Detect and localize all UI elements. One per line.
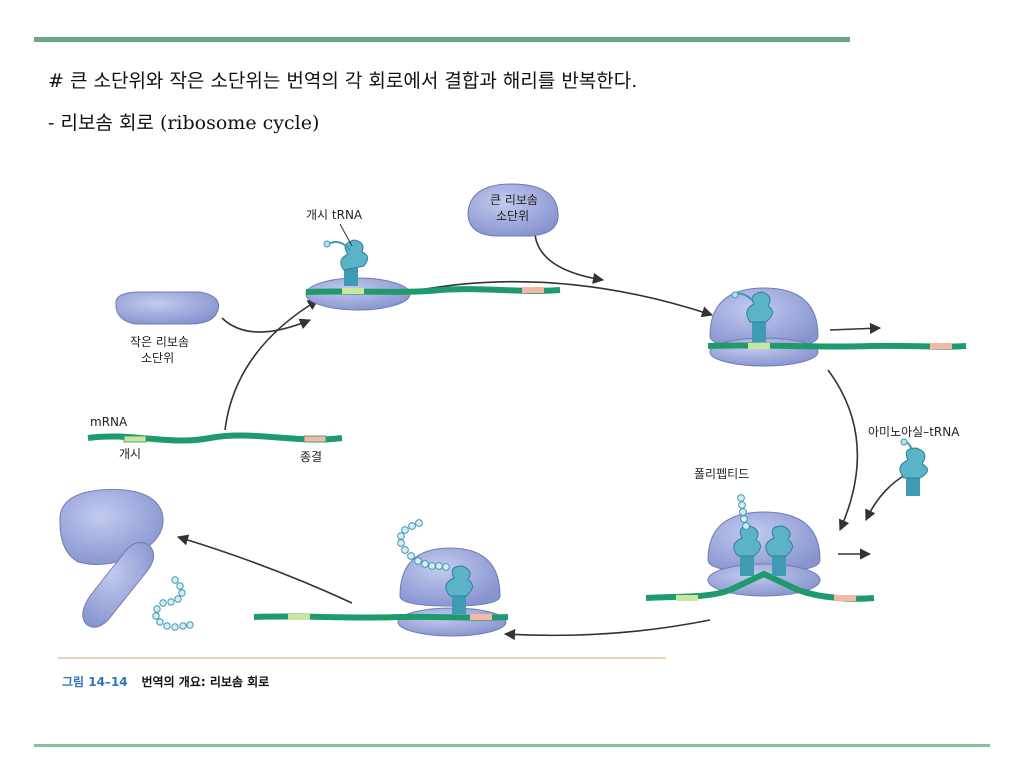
start-label: 개시 bbox=[119, 447, 141, 461]
arrow-to-elongation bbox=[419, 280, 714, 318]
elongation-ribosome bbox=[707, 287, 967, 367]
free-small-subunit: 작은 리보솜 소단위 bbox=[115, 291, 220, 365]
stop-codon bbox=[834, 595, 856, 601]
aminoacyl-trna-label: 아미노아실–tRNA bbox=[868, 425, 960, 439]
arrow-to-dissociation bbox=[176, 534, 353, 604]
bottom-rule bbox=[34, 744, 990, 747]
arrow-large-subunit-join bbox=[534, 234, 605, 284]
free-mrna: mRNA 개시 종결 bbox=[87, 415, 343, 464]
start-codon bbox=[676, 595, 698, 601]
polypeptide-chain bbox=[397, 519, 450, 571]
mrna-label: mRNA bbox=[90, 415, 128, 429]
figure-caption-text: 번역의 개요: 리보솜 회로 bbox=[141, 675, 270, 689]
start-codon bbox=[123, 435, 147, 443]
trna-icon bbox=[733, 525, 793, 576]
slide-heading: # 큰 소단위와 작은 소단위는 번역의 각 회로에서 결합과 해리를 반복한다… bbox=[48, 70, 638, 92]
arrow-aminoacyl-trna bbox=[865, 474, 906, 522]
polypeptide-ribosome: 폴리펩티드 bbox=[645, 467, 875, 602]
released-polypeptide bbox=[152, 576, 194, 631]
arrow-to-free-mrna bbox=[224, 299, 319, 431]
initiation-complex: 개시 tRNA bbox=[305, 208, 561, 311]
trna-icon bbox=[731, 291, 773, 342]
free-large-subunit: 큰 리보솜 소단위 bbox=[467, 183, 559, 237]
stop-codon bbox=[470, 614, 492, 620]
large-subunit-label-2: 소단위 bbox=[496, 209, 529, 223]
figure-caption: 그림 14–14 번역의 개요: 리보솜 회로 bbox=[62, 673, 269, 690]
start-codon bbox=[748, 343, 770, 349]
trna-icon bbox=[445, 565, 473, 614]
stop-codon bbox=[303, 435, 327, 443]
top-rule bbox=[34, 37, 850, 42]
small-subunit-label-2: 소단위 bbox=[141, 351, 174, 365]
arrow-movement-top bbox=[829, 322, 882, 334]
aminoacyl-trna-icon bbox=[899, 438, 928, 496]
arrow-to-release bbox=[503, 619, 711, 641]
polypeptide-label: 폴리펩티드 bbox=[694, 467, 749, 481]
polypeptide-chain bbox=[737, 494, 750, 530]
stop-codon bbox=[522, 287, 544, 293]
initiator-trna-icon bbox=[323, 239, 368, 286]
stop-label: 종결 bbox=[300, 450, 322, 464]
stop-codon bbox=[930, 343, 952, 349]
caption-rule bbox=[58, 657, 666, 659]
arrow-small-subunit-join bbox=[221, 317, 312, 333]
small-subunit-label-1: 작은 리보솜 bbox=[130, 335, 189, 349]
aminoacyl-trna: 아미노아실–tRNA bbox=[868, 425, 960, 496]
release-complex bbox=[253, 519, 509, 637]
start-codon bbox=[342, 288, 364, 294]
dissociated-subunits bbox=[59, 488, 194, 631]
initiator-trna-label: 개시 tRNA bbox=[306, 208, 363, 222]
cycle-arrows bbox=[176, 234, 906, 641]
start-codon bbox=[288, 614, 310, 620]
figure-number: 그림 14–14 bbox=[62, 675, 128, 689]
large-subunit-label-1: 큰 리보솜 bbox=[490, 193, 538, 207]
arrow-to-termination bbox=[827, 369, 859, 532]
slide-subheading: - 리보솜 회로 (ribosome cycle) bbox=[48, 112, 320, 134]
